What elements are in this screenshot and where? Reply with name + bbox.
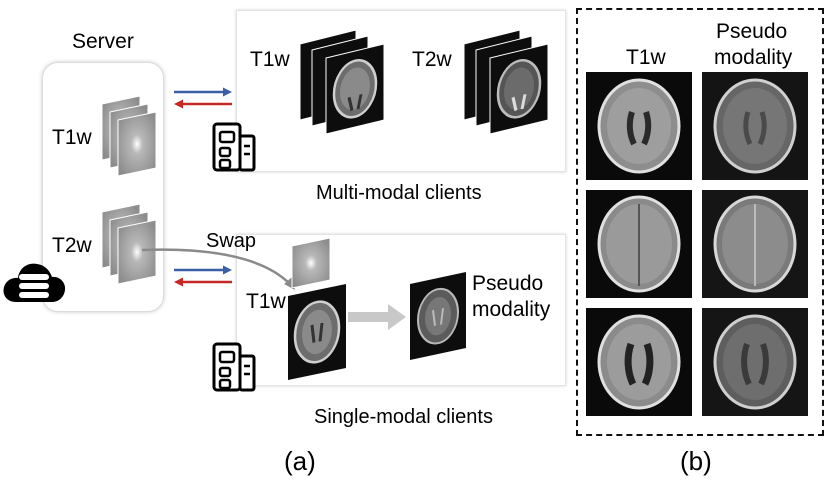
swap-arrow <box>141 248 295 290</box>
cloud-database-icon <box>3 263 66 302</box>
panel-b-col2-header-line1: Pseudo <box>716 20 788 43</box>
single-modal-exchange-arrows <box>174 265 232 287</box>
swapped-t2w-kspace <box>291 238 331 288</box>
panel-b-col2-header-line2: modality <box>714 46 793 69</box>
single-modal-caption: Single-modal clients <box>314 406 493 428</box>
multi-t2w-label: T2w <box>412 48 452 71</box>
pseudo-modality-label-line1: Pseudo <box>472 272 544 295</box>
swap-label: Swap <box>206 230 257 252</box>
multi-t1w-mri-stack <box>299 30 385 134</box>
multi-t2w-mri-stack <box>463 30 549 134</box>
hospital-icon <box>212 342 256 392</box>
generation-arrow <box>348 304 406 330</box>
server-t2w-label: T2w <box>52 234 92 257</box>
pseudo-slice-2 <box>702 190 808 298</box>
pseudo-slice-3 <box>702 308 808 416</box>
pseudo-modality-label-line2: modality <box>472 298 551 321</box>
panel-a-label: (a) <box>284 446 316 476</box>
multi-modal-caption: Multi-modal clients <box>316 182 482 204</box>
panel-b-frame <box>576 8 824 436</box>
server-title: Server <box>72 30 134 53</box>
single-t1w-label: T1w <box>246 290 286 313</box>
t1w-slice-2 <box>586 190 692 298</box>
panel-b-col1-header: T1w <box>626 46 666 69</box>
server-t1w-kspace-stack <box>101 96 157 177</box>
pseudo-modality-mri <box>410 272 466 360</box>
hospital-icon <box>212 122 256 172</box>
server-t1w-label: T1w <box>52 126 92 149</box>
t1w-slice-3 <box>586 308 692 416</box>
multi-t1w-label: T1w <box>250 48 290 71</box>
server-t2w-kspace-stack <box>101 204 157 285</box>
pseudo-slice-1 <box>702 72 808 180</box>
panel-b-label: (b) <box>680 446 712 476</box>
multi-modal-exchange-arrows <box>174 87 232 109</box>
single-t1w-mri <box>288 284 346 380</box>
t1w-slice-1 <box>586 72 692 180</box>
